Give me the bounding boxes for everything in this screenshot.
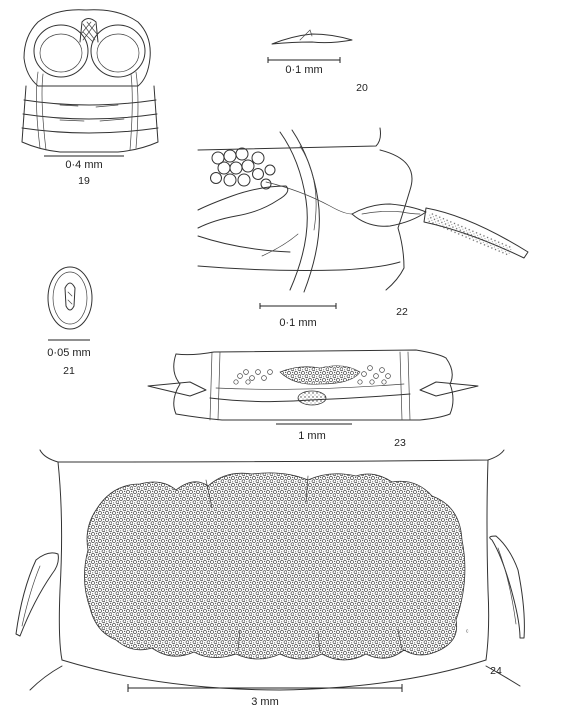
figure-22-scale-label: 0·1 mm bbox=[279, 317, 316, 329]
figure-23-mature-proglottid-drawing bbox=[147, 349, 479, 421]
figure-20-number: 20 bbox=[356, 82, 368, 94]
figure-19-scale-label: 0·4 mm bbox=[65, 159, 102, 171]
figure-19-number: 19 bbox=[78, 175, 90, 187]
figure-22-number: 22 bbox=[396, 306, 408, 318]
figure-21-number: 21 bbox=[63, 365, 75, 377]
figure-24-gravid-proglottid-drawing: ᶜ bbox=[15, 449, 525, 691]
figure-21-scale-label: 0·05 mm bbox=[47, 347, 90, 359]
figure-20-scale-label: 0·1 mm bbox=[285, 64, 322, 76]
figure-20-hook-drawing bbox=[271, 29, 353, 45]
figure-24-number: 24 bbox=[490, 665, 502, 677]
figure-23-number: 23 bbox=[394, 437, 406, 449]
figure-23-scale-label: 1 mm bbox=[298, 430, 326, 442]
figure-24-scale-label: 3 mm bbox=[251, 696, 279, 708]
figure-24-tiny-mark: ᶜ bbox=[466, 629, 469, 636]
figure-22-genital-atrium-drawing bbox=[197, 127, 529, 293]
figure-19-scolex-drawing bbox=[21, 9, 159, 153]
figure-21-egg-drawing bbox=[47, 266, 93, 330]
